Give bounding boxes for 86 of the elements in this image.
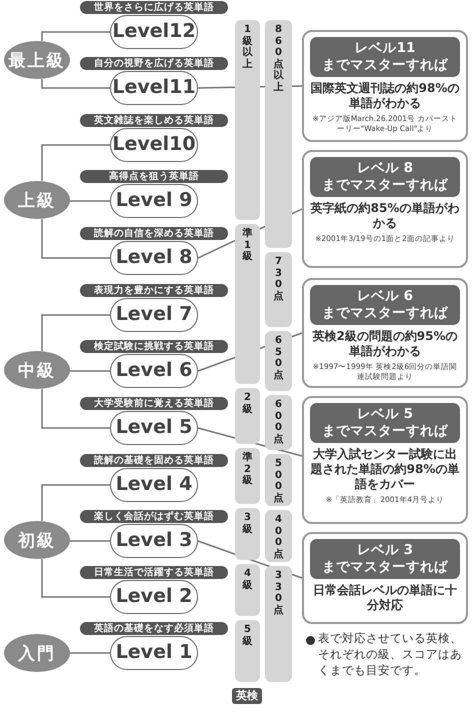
grade-label: 730点 [272,256,284,302]
callout-card [302,30,468,142]
subtitle-tab: 検定試験に挑戦する英単語 [80,340,228,353]
subtitle-tab: 楽しく会話がはずむ英単語 [80,510,228,523]
callout-text: 英字紙の約85%の単語がわかる [310,201,460,231]
callout-card [302,150,468,268]
grade-label: 4級 [242,568,254,591]
grade-bar [235,20,260,220]
bracket-line [41,219,110,259]
grade-label: 1級以上 [242,24,254,70]
callout-text: 英検2級の問題の約95%の単語がわかる [311,329,459,359]
subtitle-tab: 英語の基礎をなす必須単語 [80,622,228,635]
grade-label: 準1級 [242,228,254,262]
callout-heading: レベル 3 までマスターすれば [310,539,460,579]
level-pill: Level 7 [110,298,198,332]
category-ellipse: 入門 [4,634,70,672]
grade-label: 650点 [272,335,284,381]
level-pill: Level 9 [110,184,198,218]
level-pill: Level 3 [110,524,198,558]
category-ellipse: 初級 [4,521,70,559]
grade-bar [235,508,260,560]
grade-bar [265,566,292,682]
subtitle-tab: 表現力を豊かにする英単語 [80,284,228,297]
grade-label: 330点 [272,570,284,616]
grade-bar [265,252,292,327]
bracket-line [41,389,110,429]
column-header: 英検 [232,688,262,704]
subtitle-tab: 大学受験前に覚える英単語 [80,397,228,410]
grade-bar [265,454,292,506]
level-pill: Level 1 [110,636,198,670]
level-pill: Level 6 [110,354,198,388]
grade-label: 5級 [242,624,254,647]
level-pill: Level10 [110,128,198,162]
bracket-line [70,652,110,654]
note-text: 表で対応させている英検、それぞれの級、スコアはあくまでも目安です。 [318,630,463,678]
subtitle-tab: 自分の視野を広げる英単語 [80,57,228,70]
grade-label: 準2級 [242,452,254,486]
callout-heading: レベル11 までマスターすれば [310,37,460,77]
bracket-line [70,370,110,372]
callout-card [302,278,468,388]
grade-label: 860点以上 [272,24,284,93]
callout-text: 国際英文週刊誌の約98%の単語がわかる [310,81,460,111]
grade-bar [235,388,260,444]
level-pill: Level12 [110,15,198,49]
category-ellipse: 最上級 [4,41,70,79]
bracket-line [70,200,110,202]
category-ellipse: 中級 [4,351,70,389]
level-pill: Level11 [110,71,198,105]
grade-bar [235,620,260,682]
callout-heading: レベル 8 までマスターすれば [310,157,460,197]
subtitle-tab: 日常生活で活躍する英単語 [80,566,228,579]
grade-label: 2級 [242,392,254,415]
grade-label: 400点 [272,514,284,560]
level-pill: Level 8 [110,241,198,275]
level-pill: Level 4 [110,468,198,502]
grade-bar [265,395,292,450]
grade-bar [265,510,292,562]
grade-label: 3級 [242,512,254,535]
callout-card [302,532,468,624]
subtitle-tab: 世界をさらに広げる英単語 [80,1,228,14]
callout-text: 大学入試センター試験に出題された単語の約98%の単語をカバー [310,447,460,492]
bracket-line [41,559,110,598]
subtitle-tab: 読解の基礎を固める英単語 [80,454,228,467]
grade-label: 500点 [272,458,284,504]
bracket-line [41,79,110,89]
subtitle-tab: 読解の自信を深める英単語 [80,227,228,240]
subtitle-tab: 英文雑誌を楽しめる英単語 [80,114,228,127]
callout-heading: レベル 5 までマスターすれば [310,403,460,443]
level-pill: Level 5 [110,411,198,445]
bracket-line [70,540,110,542]
callout-text: 日常会話レベルの単語に十分対応 [312,583,458,613]
grade-label: 600点 [272,399,284,445]
grade-bar [235,224,260,384]
grade-bar [235,564,260,616]
grade-bar [265,20,292,248]
callout-card [302,396,468,524]
callout-heading: レベル 6 までマスターすれば [310,285,460,325]
grade-bar [235,448,260,504]
bracket-line [41,314,110,351]
level-pill: Level 2 [110,580,198,614]
bracket-line [41,144,110,181]
bracket-line [41,484,110,521]
category-ellipse: 上級 [4,181,70,219]
subtitle-tab: 高得点を狙う英単語 [80,170,228,183]
bracket-line [41,31,110,41]
grade-bar [265,331,292,391]
